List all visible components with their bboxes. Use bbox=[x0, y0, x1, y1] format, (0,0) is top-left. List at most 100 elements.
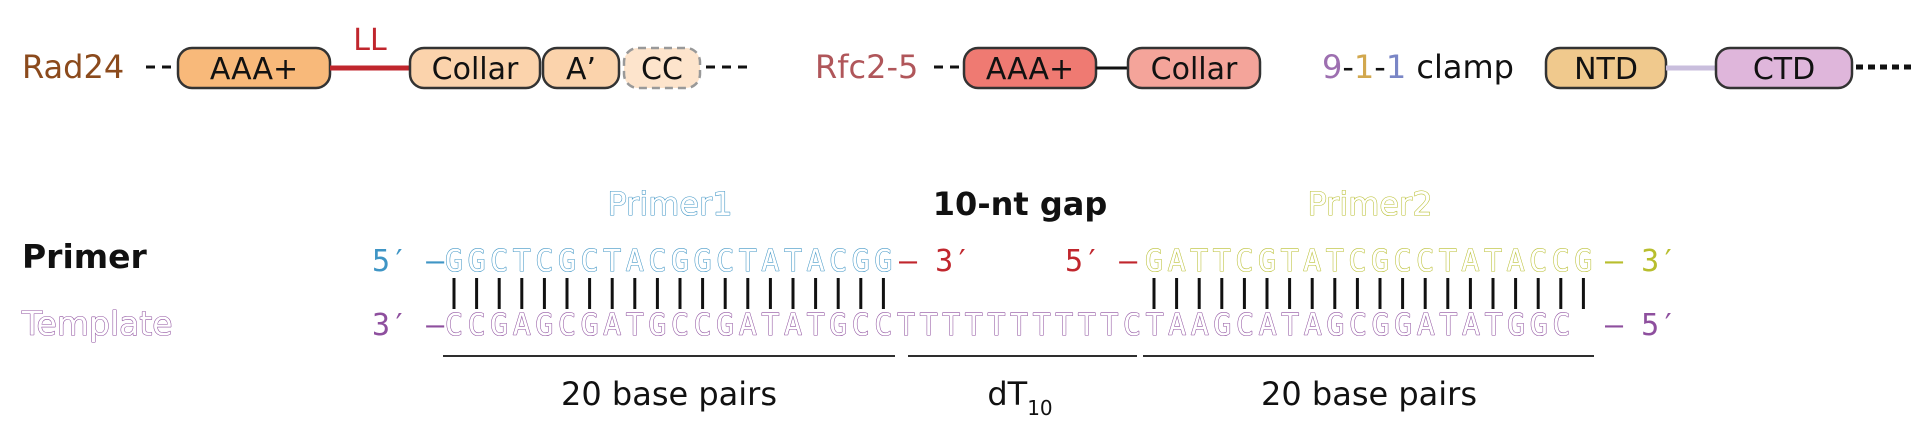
primer2-nt: C bbox=[1235, 244, 1253, 279]
primer1-end: – 3′ bbox=[899, 244, 971, 279]
primer2-nt: G bbox=[1258, 244, 1276, 279]
primer1-nt: G bbox=[874, 244, 892, 279]
template-nt: A bbox=[1168, 308, 1186, 343]
template-nt: G bbox=[1213, 308, 1231, 343]
template-nt: C bbox=[558, 308, 576, 343]
template-nt: C bbox=[1349, 308, 1367, 343]
primer1-title: Primer1 bbox=[607, 185, 732, 223]
clamp-ctd-domain bbox=[1714, 46, 1854, 90]
primer1-nt: C bbox=[648, 244, 666, 279]
template-nt: C bbox=[694, 308, 712, 343]
template-nt: T bbox=[1078, 308, 1096, 343]
rfc-label: Rfc2-5 bbox=[815, 48, 918, 86]
template-nt: C bbox=[1236, 308, 1254, 343]
primer2-title: Primer2 bbox=[1307, 185, 1432, 223]
primer2-nt: A bbox=[1461, 244, 1479, 279]
rad24-aaa-label: AAA+ bbox=[210, 52, 298, 87]
template-nt: T bbox=[987, 308, 1005, 343]
template-nt: A bbox=[1417, 308, 1435, 343]
clamp-suffix: clamp bbox=[1406, 48, 1514, 86]
template-nt: G bbox=[648, 308, 666, 343]
primer1-nt: C bbox=[716, 244, 734, 279]
template-nt: T bbox=[1055, 308, 1073, 343]
rad24-cc-domain bbox=[622, 46, 702, 90]
rad24-collar-label: Collar bbox=[432, 52, 519, 87]
primer1-nt: C bbox=[829, 244, 847, 279]
template-nt: A bbox=[1259, 308, 1277, 343]
template-nt: T bbox=[761, 308, 779, 343]
template-nt: T bbox=[897, 308, 915, 343]
rad24-aprime-domain bbox=[541, 46, 621, 90]
primer1-nt: G bbox=[558, 244, 576, 279]
primer1-nt: T bbox=[513, 244, 531, 279]
template-nt: C bbox=[1123, 308, 1141, 343]
clamp-one-b: 1 bbox=[1386, 48, 1406, 86]
clamp-nine: 9 bbox=[1322, 48, 1342, 86]
template-prefix: 3′ – bbox=[372, 308, 445, 343]
template-nt: A bbox=[1191, 308, 1209, 343]
template-nt: T bbox=[1281, 308, 1299, 343]
rad24-collar-domain bbox=[408, 46, 542, 90]
template-suffix: – 5′ bbox=[1605, 308, 1677, 343]
rfc-collar-domain bbox=[1126, 46, 1262, 90]
primer1-nt: A bbox=[626, 244, 644, 279]
bp-label-left: 20 base pairs bbox=[561, 375, 777, 413]
template-nt: G bbox=[1372, 308, 1390, 343]
primer1-nt: C bbox=[490, 244, 508, 279]
primer1-nt: G bbox=[694, 244, 712, 279]
primer2-nt: A bbox=[1303, 244, 1321, 279]
template-nt: A bbox=[1304, 308, 1322, 343]
clamp-ntd-label: NTD bbox=[1574, 52, 1638, 87]
clamp-dash-2: - bbox=[1374, 48, 1386, 86]
base-pair-ticks bbox=[452, 278, 1585, 309]
primer2-nt: C bbox=[1529, 244, 1547, 279]
primer2-nt: C bbox=[1394, 244, 1412, 279]
primer2-nt: T bbox=[1213, 244, 1231, 279]
rad24-cc-label: CC bbox=[641, 52, 683, 87]
primer2-suffix: – 3′ bbox=[1605, 244, 1677, 279]
template-nt: G bbox=[490, 308, 508, 343]
template-nt: T bbox=[1033, 308, 1051, 343]
template-nt: G bbox=[1530, 308, 1548, 343]
primer1-nt: C bbox=[581, 244, 599, 279]
primer2-start: 5′ – bbox=[1065, 244, 1138, 279]
template-nt: G bbox=[1507, 308, 1525, 343]
rad24-linker-label: LL bbox=[353, 23, 387, 58]
template-nt: G bbox=[716, 308, 734, 343]
primer1-nt: A bbox=[807, 244, 825, 279]
primer2-nt: T bbox=[1281, 244, 1299, 279]
rfc-aaa-label: AAA+ bbox=[986, 52, 1074, 87]
template-nt: G bbox=[1394, 308, 1412, 343]
template-nt: T bbox=[1485, 308, 1503, 343]
clamp-dash-1: - bbox=[1342, 48, 1354, 86]
primer1-nt: G bbox=[671, 244, 689, 279]
primer1-nt: G bbox=[852, 244, 870, 279]
template-nt: C bbox=[445, 308, 463, 343]
primer2-nt: A bbox=[1168, 244, 1186, 279]
rfc-collar-label: Collar bbox=[1151, 52, 1238, 87]
gap-label: dT10 bbox=[987, 375, 1052, 420]
template-nt: A bbox=[513, 308, 531, 343]
template-nt: G bbox=[535, 308, 553, 343]
primer1-nt: T bbox=[739, 244, 757, 279]
primer1-nt: T bbox=[784, 244, 802, 279]
primer2-nt: T bbox=[1326, 244, 1344, 279]
primer1-prefix: 5′ – bbox=[372, 244, 445, 279]
template-nt: G bbox=[1326, 308, 1344, 343]
rad24-aprime-label: A’ bbox=[566, 52, 596, 87]
primer2-nt: G bbox=[1371, 244, 1389, 279]
clamp-one-a: 1 bbox=[1354, 48, 1374, 86]
template-nt: A bbox=[784, 308, 802, 343]
template-nt: C bbox=[671, 308, 689, 343]
template-nt: T bbox=[1100, 308, 1118, 343]
primer2-nt: G bbox=[1574, 244, 1592, 279]
gap-title: 10-nt gap bbox=[933, 185, 1107, 223]
template-nt: A bbox=[603, 308, 621, 343]
clamp-ctd-label: CTD bbox=[1753, 52, 1815, 87]
template-nt: C bbox=[468, 308, 486, 343]
primer1-nt: G bbox=[445, 244, 463, 279]
